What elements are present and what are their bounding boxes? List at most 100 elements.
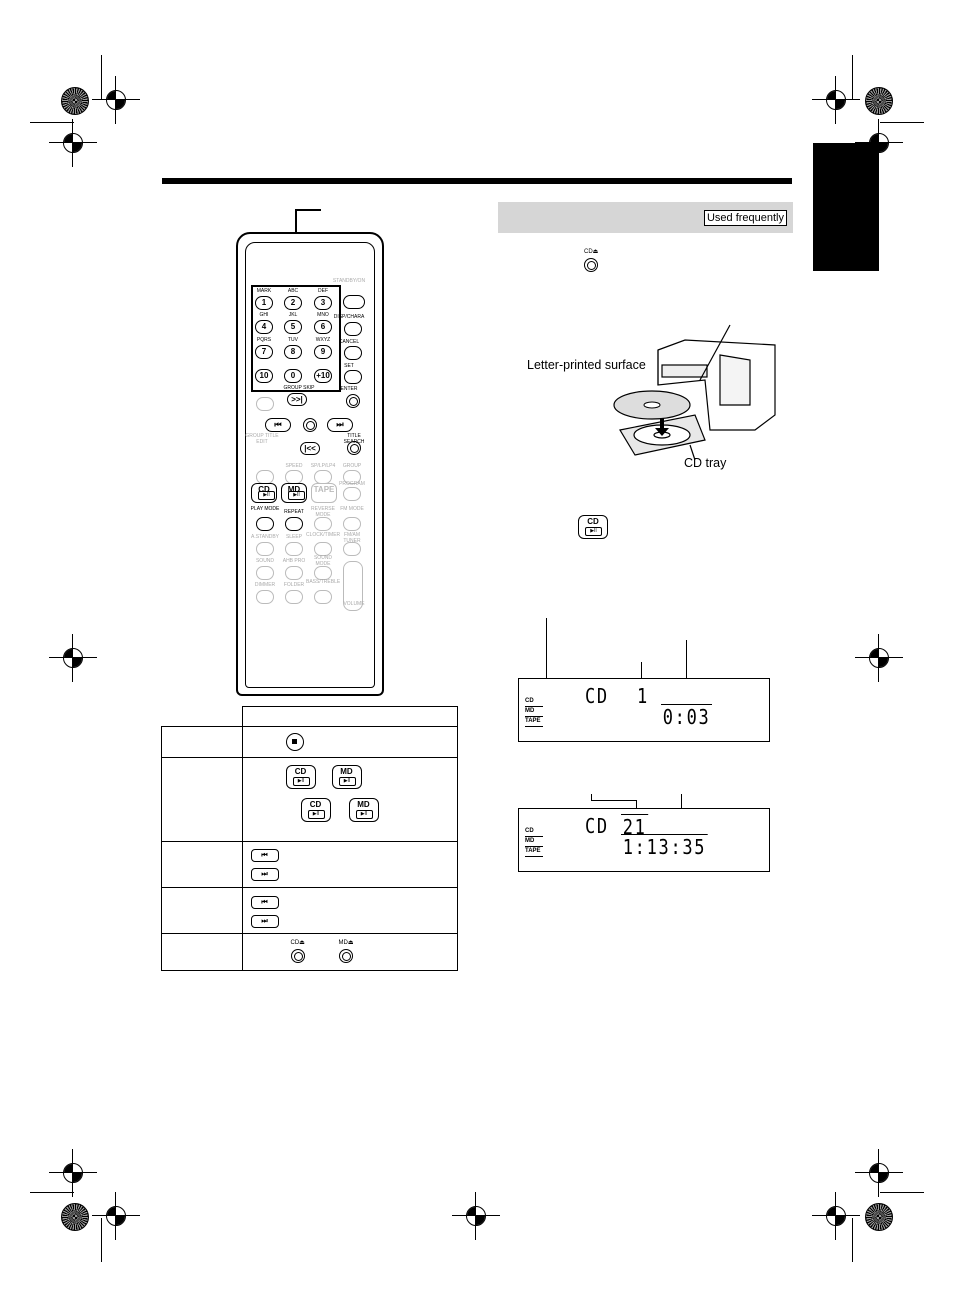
- cd-play-pause-button[interactable]: CD▶II: [251, 483, 277, 503]
- skip-back-button[interactable]: ⏮: [265, 418, 291, 432]
- crop-mark: [880, 1192, 924, 1193]
- group-back-button[interactable]: |<<: [300, 442, 320, 455]
- source-md: MD: [525, 707, 543, 717]
- set-button[interactable]: [344, 370, 362, 384]
- registration-mark-icon: [452, 1192, 500, 1240]
- keypad-key[interactable]: 6: [314, 320, 332, 334]
- remote-mid-label: A.STANDBY: [251, 534, 279, 540]
- remote-gray-button[interactable]: [343, 487, 361, 501]
- keypad-key-number: 5: [290, 322, 296, 331]
- skip-forward-icon[interactable]: ⏭: [250, 868, 279, 881]
- keypad-key[interactable]: 9: [314, 345, 332, 359]
- stop-icon[interactable]: [303, 418, 317, 432]
- cd-play-pause-button[interactable]: CD▶II: [578, 515, 608, 539]
- eject-icon[interactable]: [584, 258, 598, 272]
- cd-button-label: CD: [587, 517, 599, 526]
- keypad-key[interactable]: 1: [255, 296, 273, 310]
- display-source: CD: [585, 684, 609, 708]
- keypad-key-label: ABC: [287, 288, 299, 294]
- remote-mid-label: PLAY MODE: [250, 506, 280, 512]
- crop-mark: [852, 1218, 853, 1262]
- language-tab: [813, 143, 879, 271]
- keypad-key[interactable]: 8: [284, 345, 302, 359]
- eject-icon[interactable]: [338, 949, 353, 963]
- keypad-key[interactable]: 7: [255, 345, 273, 359]
- cd-play-pause-button[interactable]: CD▶II: [285, 765, 316, 789]
- keypad-key-number: 1: [261, 298, 267, 307]
- display-time: 0:03: [661, 704, 713, 729]
- remote-mid-label: PROGRAM: [339, 481, 365, 487]
- skip-back-icon[interactable]: ⏮: [250, 896, 279, 909]
- remote-gray-button[interactable]: [314, 566, 332, 580]
- remote-gray-button[interactable]: [314, 542, 332, 556]
- keypad-key[interactable]: 2: [284, 296, 302, 310]
- stop-icon[interactable]: [285, 733, 304, 751]
- remote-mid-label: REPEAT: [284, 509, 304, 515]
- md-play-pause-button[interactable]: MD▶II: [331, 765, 362, 789]
- tape-play-pause-button[interactable]: TAPE: [311, 483, 337, 503]
- volume-rocker[interactable]: [343, 561, 363, 611]
- group-skip-button[interactable]: >>|: [287, 393, 307, 406]
- registration-mark-icon: [855, 634, 903, 682]
- remote-gray-button[interactable]: [314, 470, 332, 484]
- remote-side-label: GROUP TITLE EDIT: [245, 433, 279, 445]
- remote-gray-button[interactable]: [256, 470, 274, 484]
- keypad-key-label: GHI: [259, 312, 269, 318]
- remote-gray-button[interactable]: [285, 542, 303, 556]
- remote-gray-button[interactable]: [314, 590, 332, 604]
- play-mode-button[interactable]: [256, 517, 274, 531]
- keypad-key[interactable]: 4: [255, 320, 273, 334]
- remote-side-label: GROUP SKIP: [283, 385, 315, 391]
- remote-side-label: ENTER: [340, 386, 358, 392]
- callout-leader: [546, 618, 547, 714]
- keypad-key[interactable]: 0: [284, 369, 302, 383]
- remote-gray-button[interactable]: [285, 470, 303, 484]
- play-pause-icon: ▶II: [307, 810, 325, 819]
- remote-gray-button[interactable]: [256, 566, 274, 580]
- remote-gray-button[interactable]: [343, 470, 361, 484]
- remote-mid-label: SP/LP/LP4: [310, 463, 336, 469]
- source-indicator: CD MD TAPE: [525, 827, 543, 857]
- display-source: CD: [585, 814, 609, 838]
- remote-gray-button[interactable]: [256, 397, 274, 411]
- keypad-key[interactable]: 10: [255, 369, 273, 383]
- title-search-button[interactable]: [347, 441, 361, 455]
- keypad-key-number: +10: [316, 371, 330, 380]
- registration-mark-icon: [49, 1149, 97, 1197]
- disp-chara-button[interactable]: [344, 322, 362, 336]
- remote-mid-label: FM/AM TUNER: [343, 532, 361, 544]
- cd-play-pause-button[interactable]: CD▶II: [300, 798, 331, 822]
- remote-gray-button[interactable]: [343, 542, 361, 556]
- keypad-key[interactable]: +10: [314, 369, 332, 383]
- remote-mid-label: AHB PRO: [282, 558, 306, 564]
- remote-mid-label: FM MODE: [340, 506, 364, 512]
- repeat-button[interactable]: [285, 517, 303, 531]
- skip-back-icon[interactable]: ⏮: [250, 849, 279, 862]
- used-frequently-badge: Used frequently: [703, 210, 787, 226]
- keypad-key[interactable]: 5: [284, 320, 302, 334]
- display-total-time: 1:13:35: [621, 834, 708, 859]
- crop-mark: [101, 55, 102, 99]
- md-play-pause-button[interactable]: MD▶II: [281, 483, 307, 503]
- remote-gray-button[interactable]: [256, 590, 274, 604]
- skip-forward-icon[interactable]: ⏭: [250, 915, 279, 928]
- keypad-key-label: MARK: [256, 288, 272, 294]
- enter-button[interactable]: [346, 394, 360, 408]
- standby-button[interactable]: [343, 295, 365, 309]
- remote-gray-button[interactable]: [285, 590, 303, 604]
- eject-icon[interactable]: [290, 949, 305, 963]
- remote-gray-button[interactable]: [314, 517, 332, 531]
- keypad-key[interactable]: 3: [314, 296, 332, 310]
- remote-gray-button[interactable]: [256, 542, 274, 556]
- remote-gray-button[interactable]: [343, 517, 361, 531]
- source-cd: CD: [525, 827, 543, 837]
- play-pause-icon: ▶II: [585, 527, 602, 536]
- skip-forward-button[interactable]: ⏭: [327, 418, 353, 432]
- cancel-button[interactable]: [344, 346, 362, 360]
- remote-gray-button[interactable]: [285, 566, 303, 580]
- number-keys-highlight: [251, 285, 341, 392]
- operations-table: CD▶II MD▶II CD▶II MD▶II ⏮ ⏭ ⏮ ⏭ CD⏏ MD⏏: [161, 706, 458, 971]
- keypad-key-label: TUV: [288, 337, 298, 343]
- md-play-pause-button[interactable]: MD▶II: [348, 798, 379, 822]
- cd-tray-illustration: [613, 324, 776, 461]
